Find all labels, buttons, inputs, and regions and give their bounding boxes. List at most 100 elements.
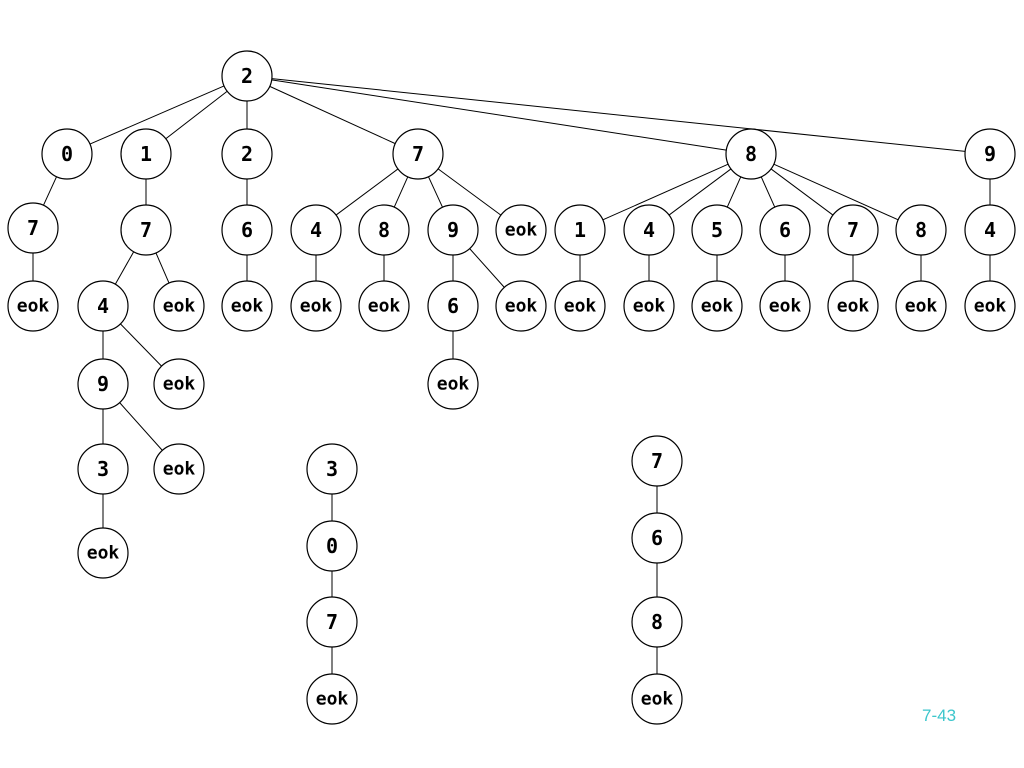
trie-node-digit-8-2-0-0: 8 [631,596,683,648]
trie-node-digit-1-0-1: 1 [120,128,172,180]
trie-node-digit-9-0-1-0-0-0: 9 [77,358,129,410]
trie-node-label: eok [163,459,196,480]
trie-node-circle [427,204,479,256]
trie-node-label: eok [163,374,196,395]
trie-node-digit-4-0-1-0-0: 4 [77,280,129,332]
trie-node-circle [759,280,811,332]
trie-node-label: 6 [651,526,663,550]
trie-node-digit-6-0-2-0: 6 [221,204,273,256]
trie-node-label: 2 [241,64,253,88]
trie-node-circle [120,204,172,256]
trie-node-circle [77,527,129,579]
trie-node-label: 7 [140,218,152,242]
trie-node-circle [623,280,675,332]
trie-node-label: 4 [310,218,322,242]
trie-node-digit-7-1-0-0: 7 [306,596,358,648]
trie-node-label: 2 [241,142,253,166]
trie-node-digit-8-0-4: 8 [725,128,777,180]
trie-node-circle [725,128,777,180]
trie-node-label: 0 [61,142,73,166]
trie-node-circle [631,512,683,564]
trie-node-digit-7-2: 7 [631,435,683,487]
trie-node-label: 8 [378,218,390,242]
trie-node-circle [290,204,342,256]
trie-node-eok-0-5-0-0: eok [964,280,1016,332]
trie-node-label: 6 [779,218,791,242]
trie-node-label: eok [564,296,597,317]
trie-node-circle [7,280,59,332]
trie-node-eok-0-1-0-0-0-1: eok [153,443,205,495]
trie-node-digit-6-0-3-2-0: 6 [427,280,479,332]
trie-node-circle [631,596,683,648]
trie-node-circle [306,673,358,725]
trie-edge-0-1-0-0-1 [120,323,162,367]
trie-node-label: eok [641,689,674,710]
trie-node-circle [827,204,879,256]
trie-node-label: 6 [447,294,459,318]
trie-node-circle [964,128,1016,180]
trie-edge-0-0 [89,85,225,145]
trie-node-circle [153,443,205,495]
trie-node-circle [77,358,129,410]
trie-node-eok-0-4-3-0: eok [759,280,811,332]
trie-node-circle [358,204,410,256]
trie-node-digit-6-0-4-3: 6 [759,204,811,256]
trie-node-label: eok [505,220,538,241]
trie-node-eok-0-3-0-0: eok [290,280,342,332]
trie-edge-0-4-2 [726,176,742,208]
trie-node-eok-2-0-0-0: eok [631,673,683,725]
trie-node-circle [41,128,93,180]
trie-node-label: eok [316,689,349,710]
trie-node-circle [306,520,358,572]
trie-node-digit-7-0-3: 7 [392,128,444,180]
trie-edge-0-3-3 [437,168,502,216]
trie-node-label: 9 [447,218,459,242]
trie-node-label: 4 [643,218,655,242]
trie-node-label: 1 [140,142,152,166]
trie-edge-0-4-4 [770,168,834,216]
trie-node-digit-3-0-1-0-0-0-0: 3 [77,443,129,495]
trie-node-label: 1 [574,218,586,242]
page-number: 7-43 [922,706,957,725]
trie-node-digit-9-0-5: 9 [964,128,1016,180]
trie-node-label: eok [905,296,938,317]
trie-node-circle [623,204,675,256]
trie-node-digit-4-0-3-0: 4 [290,204,342,256]
trie-node-eok-0-3-3: eok [495,204,547,256]
trie-node-eok-0-4-1-0: eok [623,280,675,332]
trie-edge-0-3-2 [428,176,443,208]
trie-node-digit-0-0-0: 0 [41,128,93,180]
trie-node-digit-7-0-0-0: 7 [7,202,59,254]
trie-node-digit-7-0-4-4: 7 [827,204,879,256]
trie-node-digit-2-0-2: 2 [221,128,273,180]
trie-node-circle [392,128,444,180]
trie-node-label: eok [17,296,50,317]
trie-node-digit-1-0-4-0: 1 [554,204,606,256]
trie-node-label: 7 [847,218,859,242]
trie-node-label: eok [701,296,734,317]
trie-node-eok-0-0-0-0: eok [7,280,59,332]
trie-node-label: 9 [97,372,109,396]
trie-node-eok-0-3-1-0: eok [358,280,410,332]
trie-node-digit-5-0-4-2: 5 [691,204,743,256]
trie-node-digit-8-0-3-1: 8 [358,204,410,256]
trie-node-label: 7 [27,216,39,240]
trie-node-label: 8 [651,610,663,634]
trie-edge-0-3-1 [393,176,409,208]
trie-node-eok-0-1-0-0-1: eok [153,358,205,410]
trie-edge-0-0-0 [42,176,58,206]
trie-node-circle [306,443,358,495]
trie-node-circle [290,280,342,332]
trie-node-eok-0-3-2-0-0: eok [427,358,479,410]
trie-node-circle [153,280,205,332]
trie-edge-0-1-0-0 [114,251,135,285]
trie-node-digit-6-2-0: 6 [631,512,683,564]
trie-node-label: 7 [651,449,663,473]
trie-node-label: 0 [326,534,338,558]
trie-node-label: 5 [711,218,723,242]
trie-node-digit-9-0-3-2: 9 [427,204,479,256]
trie-node-digit-4-0-5-0: 4 [964,204,1016,256]
trie-node-circle [691,280,743,332]
trie-node-circle [221,128,273,180]
